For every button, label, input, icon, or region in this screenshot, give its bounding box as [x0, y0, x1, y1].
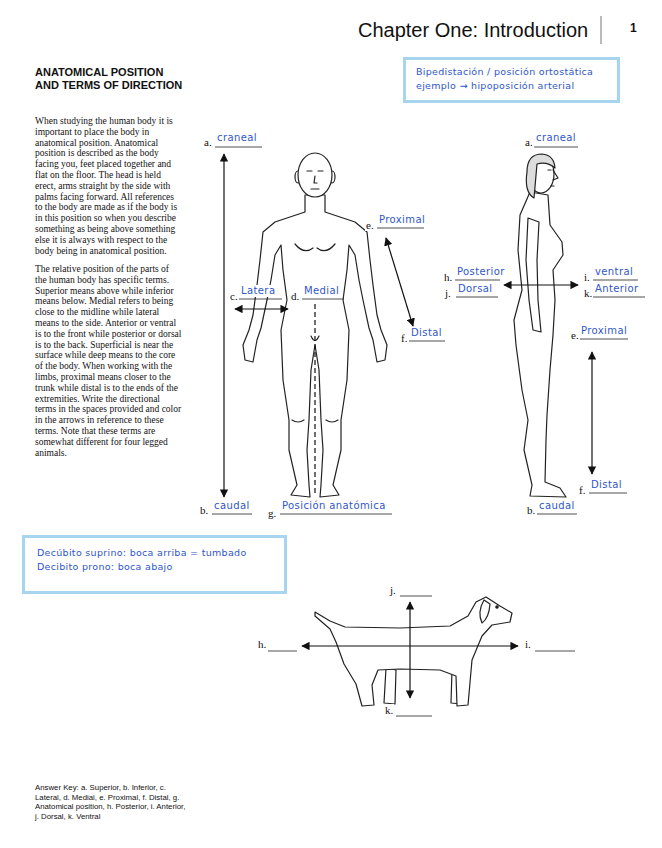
- female-hair: [526, 154, 555, 198]
- handwritten-answer: caudal: [538, 500, 576, 512]
- page-number: 1: [630, 21, 637, 35]
- answer-line: [456, 297, 498, 298]
- dog-dorsal-ventral-arrow: [409, 602, 410, 698]
- answer-line: [302, 299, 344, 300]
- callout-letter: b.: [526, 504, 536, 516]
- midline: [314, 304, 315, 493]
- callout-letter: h.: [443, 271, 453, 283]
- handwritten-note: Decúbito suprino: boca arriba = tumbado: [37, 546, 272, 560]
- answer-key: Answer Key: a. Superior, b. Inferior, c.…: [35, 783, 190, 821]
- callout-letter: k.: [384, 704, 394, 716]
- handwritten-note: Bipedistación / posición ortostática: [416, 65, 607, 79]
- female-body: [514, 192, 566, 497]
- callout-letter: g.: [267, 507, 277, 519]
- callout-letter: d.: [290, 290, 300, 302]
- answer-line: [212, 514, 252, 515]
- handwritten-answer: Posición anatómica: [281, 500, 387, 512]
- answer-line: [593, 297, 645, 298]
- answer-line: [537, 514, 577, 515]
- handwritten-answer: ventral: [594, 266, 634, 278]
- proximal-distal-arrow: [386, 238, 413, 326]
- handwritten-answer: Distal: [590, 479, 623, 491]
- callout-letter: e.: [570, 329, 580, 341]
- callout-letter: i.: [524, 638, 532, 650]
- dog-body: [315, 597, 512, 706]
- handwritten-answer: Dorsal: [457, 283, 493, 295]
- male-face: [307, 171, 323, 189]
- answer-line: [377, 228, 424, 229]
- note-box: Decúbito suprino: boca arriba = tumbadoD…: [22, 535, 287, 594]
- answer-line: [579, 339, 628, 340]
- male-head: [298, 153, 332, 197]
- handwritten-answer: Proximal: [580, 325, 628, 337]
- superior-inferior-arrow: [223, 154, 224, 497]
- posterior-anterior-arrow: [504, 284, 578, 285]
- callout-letter: a.: [203, 136, 213, 148]
- dog-eye: [496, 606, 498, 608]
- answer-line: [535, 651, 575, 652]
- handwritten-answer: caudal: [213, 500, 251, 512]
- callout-letter: b.: [199, 504, 209, 516]
- handwritten-note: Decibito prono: boca abajo: [37, 560, 272, 574]
- male-body: [243, 195, 387, 497]
- callout-letter: h.: [257, 638, 267, 650]
- dog-ear: [480, 600, 490, 623]
- answer-line: [268, 651, 297, 652]
- lateral-medial-arrow: [235, 308, 288, 309]
- callout-letter: i.: [583, 271, 591, 283]
- handwritten-answer: Anterior: [594, 283, 640, 295]
- answer-line: [593, 280, 638, 281]
- answer-line: [409, 341, 445, 342]
- callout-letter: a.: [524, 136, 534, 148]
- answer-line: [280, 514, 392, 515]
- answer-line: [534, 147, 578, 148]
- callout-letter: e.: [365, 219, 375, 231]
- note-box: Bipedistación / posición ortostáticaejem…: [403, 57, 620, 103]
- section-heading: ANATOMICAL POSITION AND TERMS OF DIRECTI…: [35, 66, 185, 92]
- answer-line: [589, 493, 627, 494]
- callout-letter: k.: [583, 287, 593, 299]
- handwritten-answer: Posterior: [456, 266, 506, 278]
- title-divider: [601, 16, 602, 44]
- callout-letter: f.: [400, 332, 408, 344]
- body-paragraph: When studying the human body it is impor…: [35, 116, 182, 256]
- callout-letter: j.: [389, 584, 397, 596]
- answer-line: [215, 147, 262, 148]
- handwritten-note: ejemplo → hipoposición arterial: [416, 79, 607, 93]
- body-paragraph: The relative position of the parts of th…: [35, 264, 182, 458]
- handwritten-answer: Latera: [240, 285, 276, 297]
- handwritten-answer: craneal: [535, 132, 577, 144]
- callout-letter: f.: [578, 484, 586, 496]
- handwritten-answer: Distal: [410, 327, 443, 339]
- page-title: Chapter One: Introduction: [358, 18, 588, 42]
- answer-line: [396, 716, 432, 717]
- handwritten-answer: craneal: [216, 132, 258, 144]
- female-face: [548, 170, 558, 186]
- female-arm: [526, 218, 541, 332]
- answer-line: [239, 299, 282, 300]
- handwritten-answer: Medial: [303, 285, 340, 297]
- proximal-distal-arrow: [591, 352, 592, 474]
- answer-line: [455, 280, 500, 281]
- answer-line: [400, 596, 432, 597]
- callout-letter: c.: [229, 290, 239, 302]
- handwritten-answer: Proximal: [378, 214, 426, 226]
- callout-letter: j.: [444, 287, 452, 299]
